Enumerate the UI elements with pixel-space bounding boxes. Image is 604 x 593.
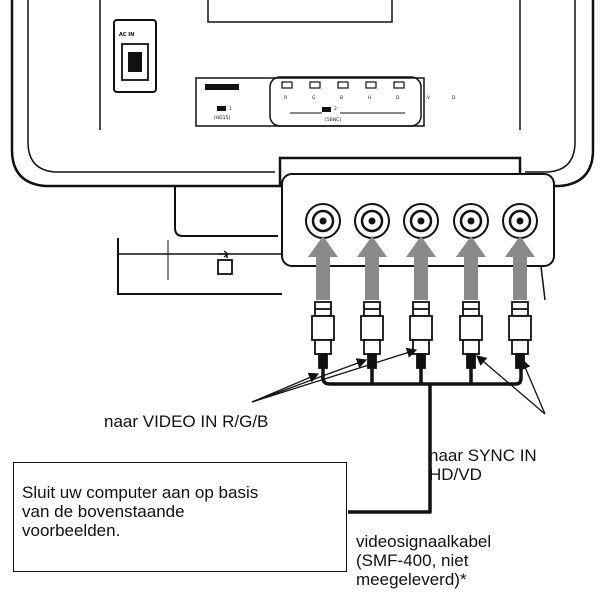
pointer-lines xyxy=(251,347,546,415)
bnc-connector-b-icon xyxy=(403,203,439,239)
tilt-icon xyxy=(217,250,233,275)
video-signal-cable xyxy=(321,368,523,514)
panel-trailing-v-label: V xyxy=(427,95,431,101)
bnc-connector-r-icon xyxy=(305,203,341,239)
insert-arrow-g xyxy=(357,236,387,300)
insert-arrow-vd xyxy=(505,236,535,300)
insertion-arrows xyxy=(308,236,535,300)
panel-trailing-d-label: D xyxy=(452,95,456,101)
sync-pointer-vd xyxy=(520,358,546,415)
switch2-number: 2 xyxy=(334,106,337,112)
bnc-plug-hd-icon xyxy=(459,301,483,369)
rear-connector-panel: R G B H D V D 1 [HD15] 2 [5BNC] xyxy=(195,76,456,127)
bnc-plug-g-icon xyxy=(360,301,384,369)
cable-caption-line-2: (SMF-400, niet xyxy=(356,551,469,570)
monitor-rear-housing: AC IN R G B H D V D 1 [HD15] 2 xyxy=(10,0,595,188)
bnc-plug-vd-icon xyxy=(508,301,532,369)
video-pointer-g xyxy=(251,358,368,403)
ac-in-label: AC IN xyxy=(119,32,134,38)
panel-connector-h-label: H xyxy=(368,95,371,101)
switch1-caption: [HD15] xyxy=(214,115,230,121)
insert-arrow-b xyxy=(406,236,436,300)
sync-pointer-hd xyxy=(476,355,546,415)
cable-caption-line-3: meegeleverd)* xyxy=(356,570,467,589)
panel-connector-r-label: R xyxy=(284,95,287,101)
insert-arrow-r xyxy=(308,236,338,300)
note-line-2: van de bovenstaande xyxy=(22,502,185,521)
sync-in-label: naar SYNC IN HD/VD xyxy=(429,446,537,484)
sync-in-line-2: HD/VD xyxy=(429,465,482,484)
note-line-1: Sluit uw computer aan op basis xyxy=(22,483,259,502)
bnc-connector-vd-icon xyxy=(502,203,538,239)
video-pointer-b xyxy=(251,347,418,403)
switch1-number: 1 xyxy=(229,106,232,112)
panel-connector-d-label: D xyxy=(396,95,400,101)
sync-in-line-1: naar SYNC IN xyxy=(429,446,537,465)
bnc-plug-b-icon xyxy=(409,301,433,369)
panel-connector-b-label: B xyxy=(340,95,343,101)
video-in-label: naar VIDEO IN R/G/B xyxy=(104,412,268,431)
insert-arrow-hd xyxy=(456,236,486,300)
switch2-caption: [5BNC] xyxy=(325,117,341,123)
cable-caption-line-1: videosignaalkabel xyxy=(356,532,492,551)
video-in-text: naar VIDEO IN R/G/B xyxy=(104,412,269,431)
instruction-note-box: Sluit uw computer aan op basis van de bo… xyxy=(13,462,347,572)
bnc-connector-hd-icon xyxy=(453,203,489,239)
bnc-connector-g-icon xyxy=(354,203,390,239)
cable-caption: videosignaalkabel (SMF-400, niet meegele… xyxy=(356,532,491,589)
ac-in-socket: AC IN xyxy=(113,19,157,93)
panel-connector-g-label: G xyxy=(312,95,316,101)
bnc-plugs xyxy=(311,301,532,369)
bnc-plug-r-icon xyxy=(311,301,335,369)
note-line-3: voorbeelden. xyxy=(22,521,121,540)
